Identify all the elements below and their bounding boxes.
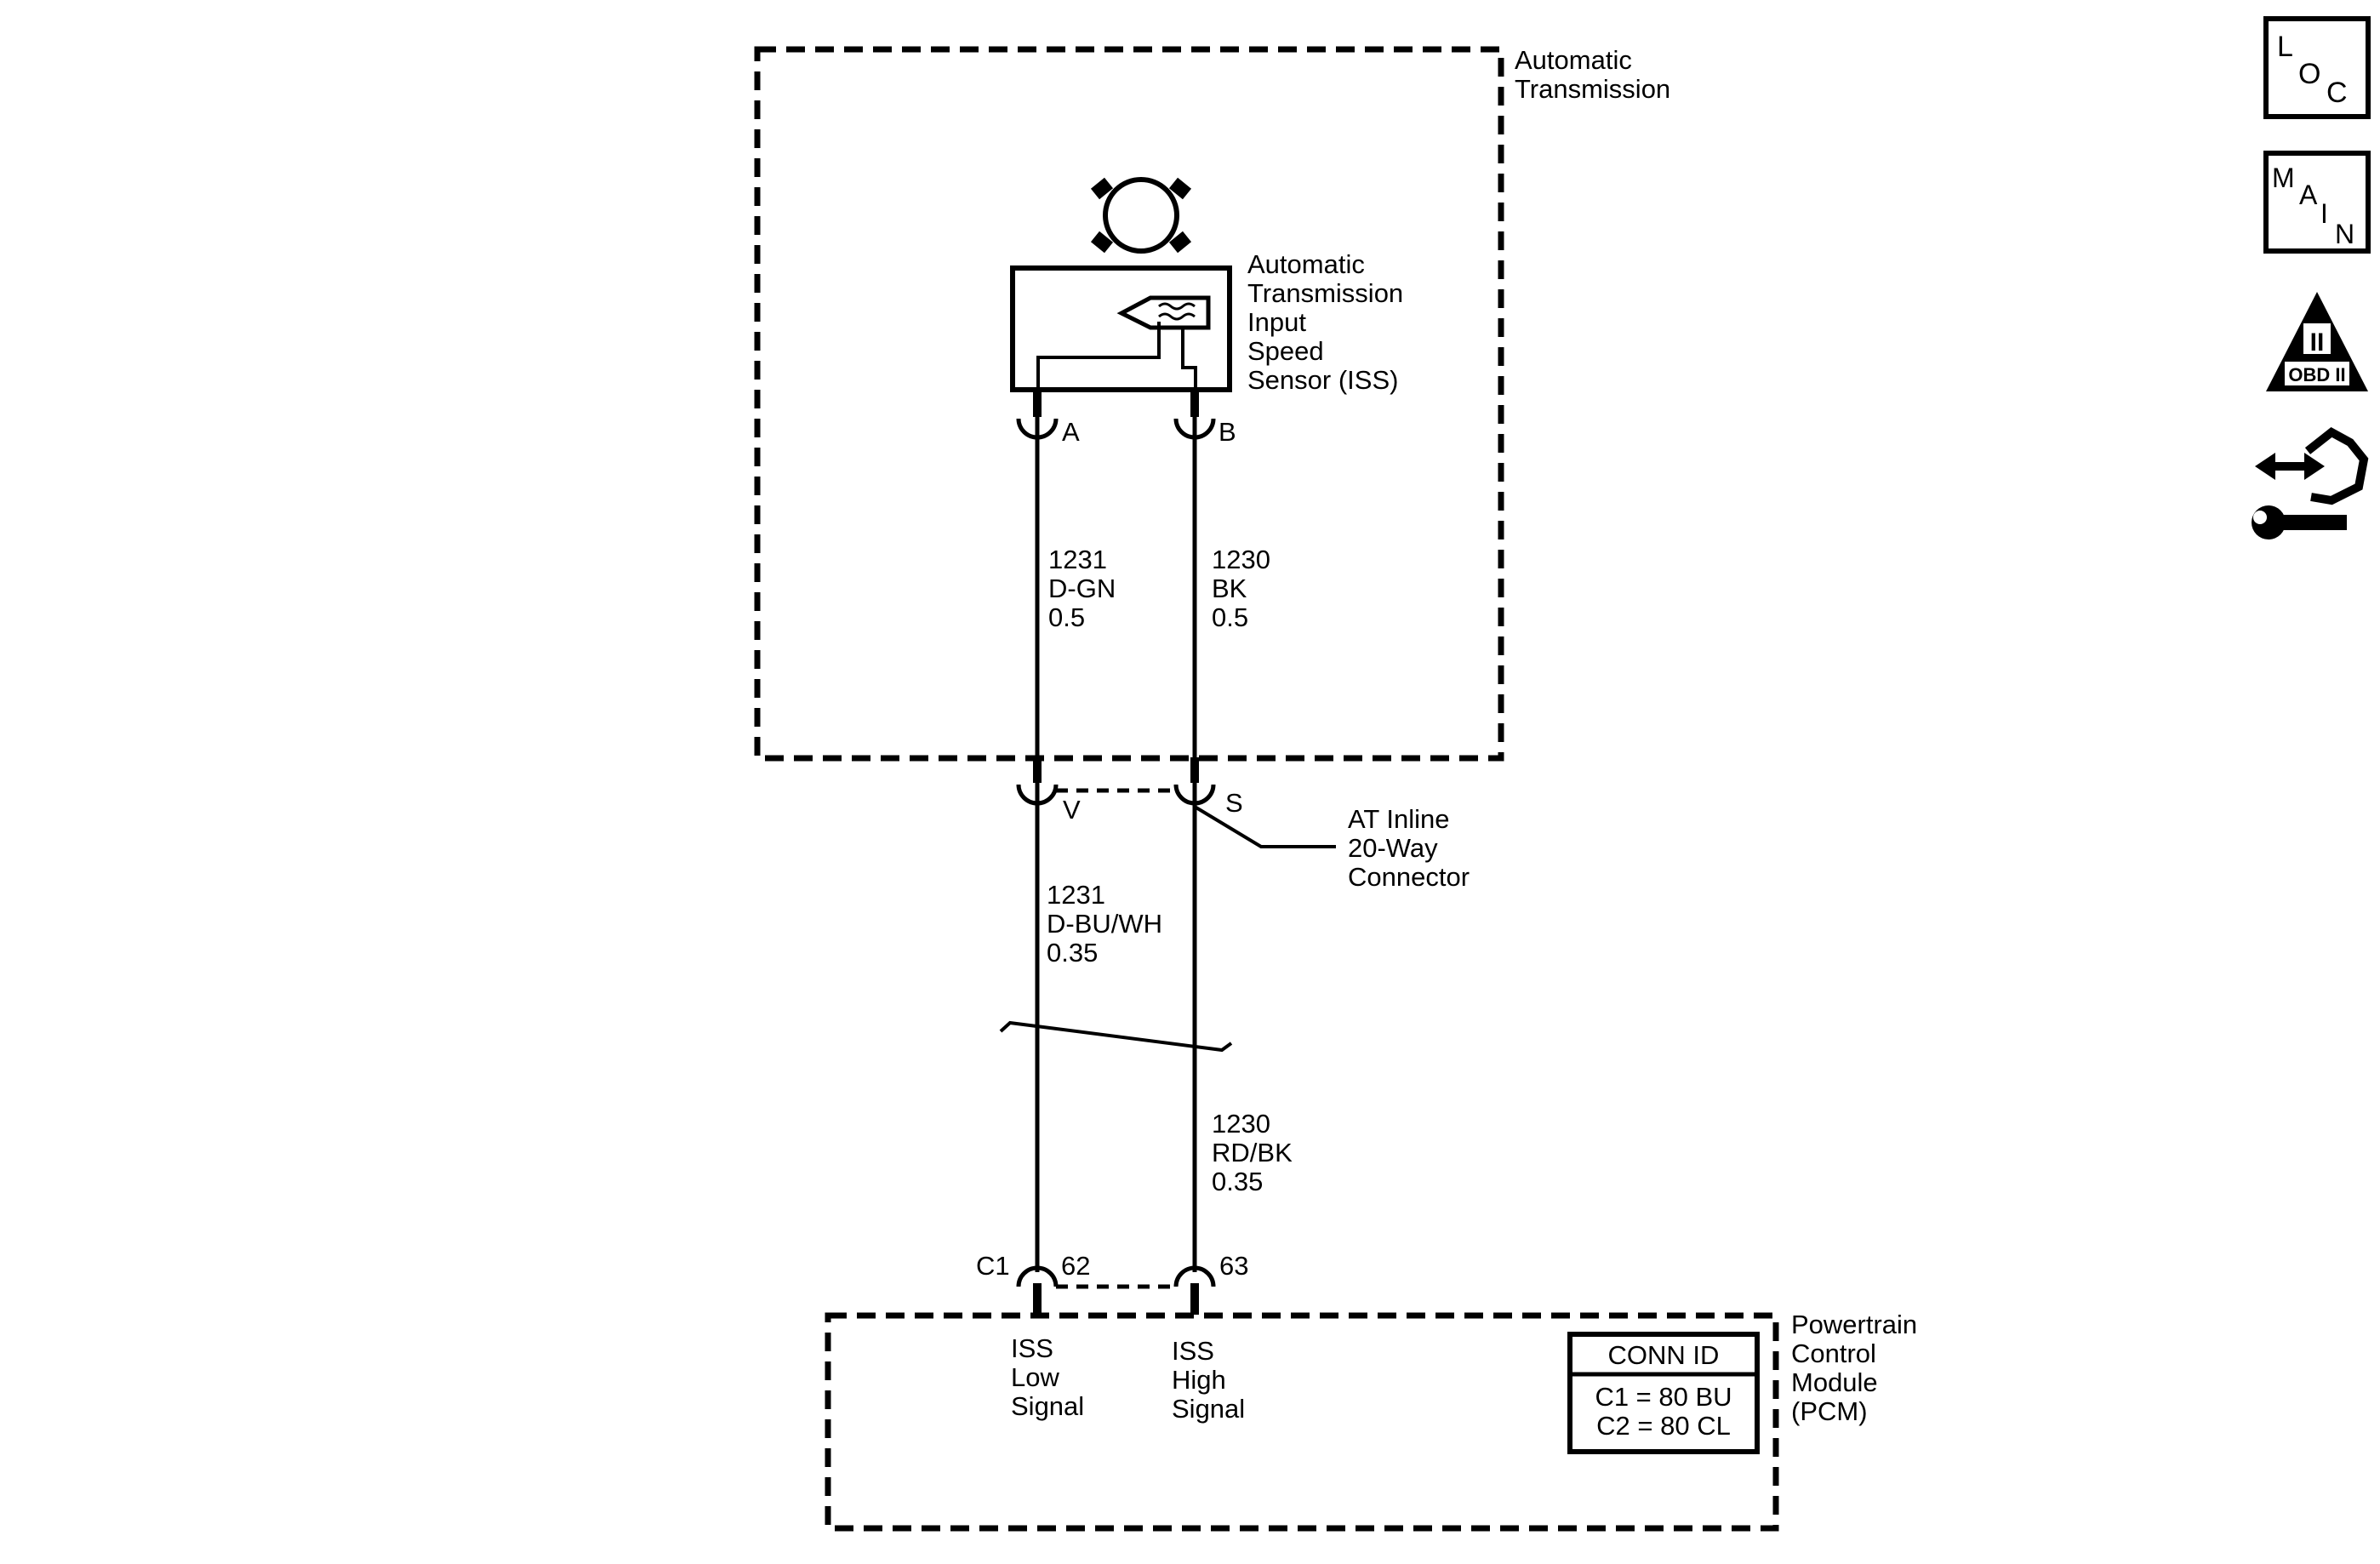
sensor-label: Automatic Transmission Input Speed Senso… (1247, 249, 1403, 395)
svg-text:D-BU/WH: D-BU/WH (1047, 909, 1162, 939)
diagnostic-wrench-icon[interactable] (2252, 427, 2369, 539)
pin-s-label: S (1225, 788, 1243, 818)
svg-text:I: I (2320, 198, 2328, 229)
svg-text:0.35: 0.35 (1212, 1167, 1263, 1196)
iss-high-signal-label: ISS High Signal (1172, 1336, 1245, 1424)
svg-text:BK: BK (1212, 574, 1247, 603)
svg-text:AT Inline: AT Inline (1348, 804, 1449, 834)
transmission-title-line1: Automatic (1515, 45, 1632, 75)
conn-id-title: CONN ID (1608, 1340, 1720, 1370)
pcm-connector-id: C1 (976, 1251, 1010, 1281)
svg-text:C: C (2326, 77, 2348, 109)
svg-text:RD/BK: RD/BK (1212, 1138, 1293, 1167)
svg-text:Control: Control (1791, 1339, 1876, 1368)
pcm-connector: C1 62 63 (976, 1251, 1248, 1289)
svg-text:1230: 1230 (1212, 545, 1270, 574)
iss-low-signal-label: ISS Low Signal (1011, 1333, 1084, 1421)
pin-b-label: B (1219, 417, 1236, 447)
pcm-boundary (825, 1312, 1779, 1532)
svg-text:High: High (1172, 1365, 1226, 1395)
svg-text:M: M (2272, 163, 2295, 193)
svg-text:Connector: Connector (1348, 862, 1470, 892)
svg-text:A: A (2299, 180, 2318, 210)
conn-id-row: C1 = 80 BU (1595, 1382, 1732, 1412)
svg-text:Sensor (ISS): Sensor (ISS) (1247, 365, 1398, 395)
sensor-connector: A B (1016, 417, 1236, 447)
wire-label-upper-right: 1230 BK 0.5 (1212, 545, 1270, 632)
pin-v-label: V (1063, 795, 1081, 825)
svg-text:20-Way: 20-Way (1348, 833, 1438, 863)
transmission-title-line2: Transmission (1515, 74, 1670, 104)
pin-63-label: 63 (1219, 1251, 1248, 1281)
svg-text:Automatic: Automatic (1247, 249, 1365, 279)
transmission-boundary (754, 46, 1504, 762)
inline-connector: V S (1016, 784, 1336, 848)
svg-text:Transmission: Transmission (1247, 278, 1403, 308)
svg-text:Module: Module (1791, 1367, 1878, 1397)
svg-text:ISS: ISS (1172, 1336, 1214, 1366)
pin-a-label: A (1062, 417, 1080, 447)
svg-text:1231: 1231 (1048, 545, 1107, 574)
inline-connector-label: AT Inline 20-Way Connector (1348, 804, 1470, 892)
svg-text:Signal: Signal (1172, 1394, 1245, 1424)
svg-text:Powertrain: Powertrain (1791, 1310, 1917, 1339)
svg-text:Speed: Speed (1247, 336, 1324, 366)
svg-text:Signal: Signal (1011, 1391, 1084, 1421)
pin-62-label: 62 (1061, 1251, 1090, 1281)
svg-text:1231: 1231 (1047, 880, 1105, 910)
iss-sensor-body (1010, 265, 1232, 392)
wire-label-lower-left: 1231 D-BU/WH 0.35 (1047, 880, 1162, 968)
wire-label-lower-right: 1230 RD/BK 0.35 (1212, 1109, 1293, 1196)
svg-text:0.35: 0.35 (1047, 938, 1098, 968)
twisted-pair-symbol (999, 1020, 1233, 1053)
svg-text:ISS: ISS (1011, 1333, 1053, 1363)
svg-text:0.5: 0.5 (1212, 602, 1248, 632)
svg-text:1230: 1230 (1212, 1109, 1270, 1139)
sensor-probe-icon (1036, 295, 1211, 391)
svg-text:D-GN: D-GN (1048, 574, 1116, 603)
svg-text:OBD II: OBD II (2288, 364, 2345, 385)
svg-text:N: N (2335, 219, 2354, 249)
pcm-label: Powertrain Control Module (PCM) (1791, 1310, 1917, 1426)
obd-ii-icon[interactable]: II OBD II (2266, 292, 2368, 391)
sensor-tone-wheel-icon (1090, 177, 1192, 254)
svg-text:O: O (2298, 58, 2320, 90)
svg-text:II: II (2310, 328, 2325, 357)
wire-label-upper-left: 1231 D-GN 0.5 (1048, 545, 1116, 632)
conn-id-row: C2 = 80 CL (1596, 1411, 1731, 1441)
svg-text:0.5: 0.5 (1048, 602, 1085, 632)
loc-icon[interactable]: L O C (2263, 16, 2371, 119)
conn-id-table: CONN ID C1 = 80 BU C2 = 80 CL (1567, 1332, 1760, 1454)
main-icon[interactable]: M A I N (2263, 151, 2371, 254)
svg-text:L: L (2277, 31, 2293, 63)
svg-text:Low: Low (1011, 1362, 1059, 1392)
svg-text:Input: Input (1247, 307, 1306, 337)
svg-text:(PCM): (PCM) (1791, 1396, 1868, 1426)
